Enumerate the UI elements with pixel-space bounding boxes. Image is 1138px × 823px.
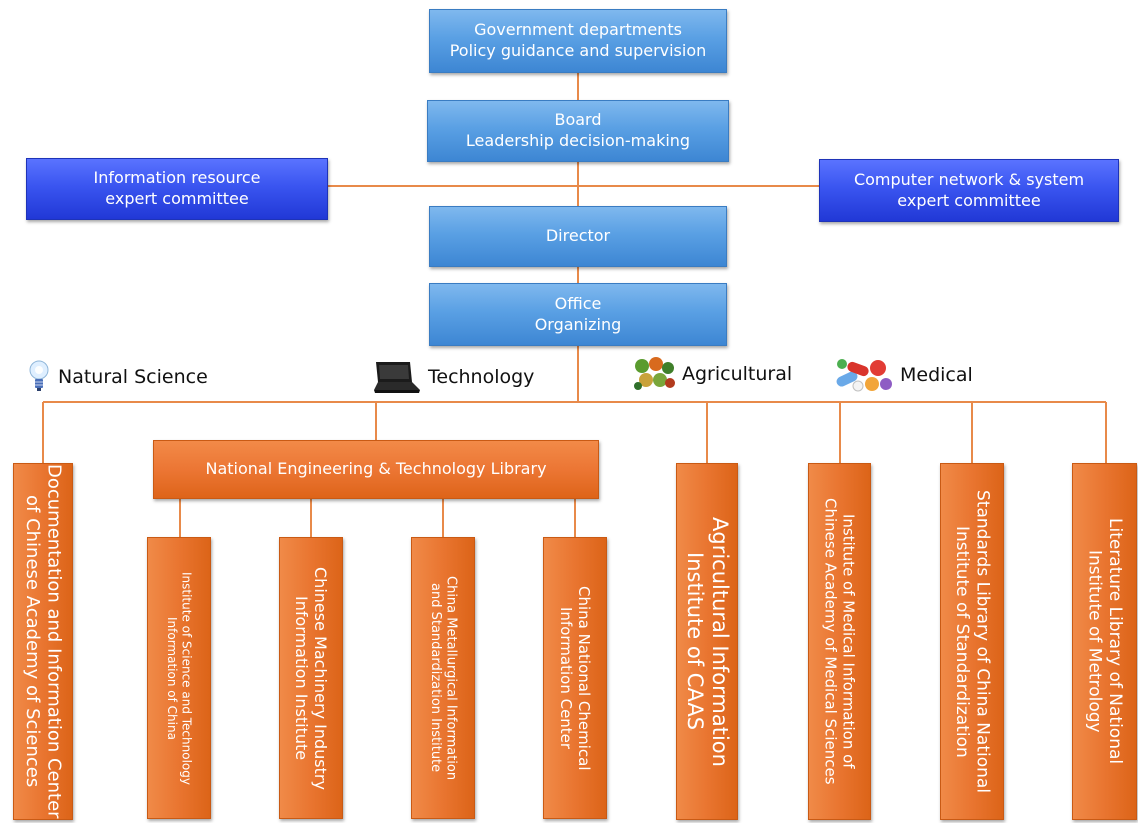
category-natural-science: Natural Science xyxy=(26,359,208,395)
board-line2: Leadership decision-making xyxy=(465,131,691,150)
library-line1: Standards Library of China National xyxy=(972,489,993,794)
library-line2: Institute of Metrology xyxy=(1084,550,1105,733)
library-line1: Documentation and Information Center xyxy=(43,464,65,819)
category-label: Natural Science xyxy=(58,366,208,388)
laptop-icon xyxy=(374,362,420,393)
netl-box: National Engineering & Technology Librar… xyxy=(153,440,599,499)
government-line2: Policy guidance and supervision xyxy=(449,41,707,60)
info-resource-committee-box: Information resource expert committee xyxy=(26,158,328,220)
member-line1: China National Chemical xyxy=(575,585,593,771)
office-box: Office Organizing xyxy=(429,283,727,346)
board-line1: Board xyxy=(554,110,602,130)
member-line1: Institute of Science and Technology xyxy=(179,571,194,785)
member-line1: China Metallurgical Information xyxy=(443,575,459,781)
director-label: Director xyxy=(545,226,611,246)
netl-member-chemical: China National Chemical Information Cent… xyxy=(543,537,607,819)
category-label: Agricultural xyxy=(682,363,793,385)
category-label: Medical xyxy=(900,364,973,386)
member-line2: and Standardization Institute xyxy=(428,583,443,773)
library-standards: Standards Library of China National Inst… xyxy=(940,463,1004,820)
library-line1: Agricultural Information xyxy=(708,516,733,767)
netl-member-istic: Institute of Science and Technology Info… xyxy=(147,537,211,819)
office-line2: Organizing xyxy=(534,314,622,334)
board-box: Board Leadership decision-making xyxy=(427,100,729,162)
category-technology: Technology xyxy=(372,360,534,394)
government-box: Government departments Policy guidance a… xyxy=(429,9,727,73)
network-committee-box: Computer network & system expert committ… xyxy=(819,159,1119,222)
member-line2: Information Center xyxy=(557,606,575,750)
library-line2: of Chinese Academy of Sciences xyxy=(22,495,43,788)
library-line2: Institute of CAAS xyxy=(683,552,707,731)
light-bulb-icon xyxy=(29,360,49,391)
office-line1: Office xyxy=(554,293,602,313)
member-line1: Chinese Machinery Industry xyxy=(311,566,331,790)
library-line2: Chinese Academy of Medical Sciences xyxy=(821,498,840,785)
library-line2: Institute of Standardization xyxy=(952,525,972,758)
netl-label: National Engineering & Technology Librar… xyxy=(205,459,547,479)
network-committee-line2: expert committee xyxy=(897,190,1041,210)
pills-icon xyxy=(836,359,892,392)
category-agricultural: Agricultural xyxy=(632,356,792,392)
category-medical: Medical xyxy=(834,356,973,394)
food-icon xyxy=(634,357,675,390)
member-line2: Information of China xyxy=(165,616,179,740)
library-metrology: Literature Library of National Institute… xyxy=(1072,463,1137,820)
library-line1: Literature Library of National xyxy=(1104,518,1125,765)
info-committee-line1: Information resource xyxy=(93,168,261,188)
library-line1: Institute of Medical Information of xyxy=(839,514,858,769)
library-cas: Documentation and Information Center of … xyxy=(13,463,73,820)
network-committee-line1: Computer network & system xyxy=(853,169,1085,189)
library-medical: Institute of Medical Information of Chin… xyxy=(808,463,871,820)
library-caas: Agricultural Information Institute of CA… xyxy=(676,463,738,820)
info-committee-line2: expert committee xyxy=(105,189,249,208)
category-label: Technology xyxy=(428,366,535,388)
netl-member-metallurgical: China Metallurgical Information and Stan… xyxy=(411,537,475,819)
member-line2: Information Institute xyxy=(292,595,311,761)
director-box: Director xyxy=(429,206,727,267)
government-line1: Government departments xyxy=(474,20,682,40)
netl-member-machinery: Chinese Machinery Industry Information I… xyxy=(279,537,343,819)
